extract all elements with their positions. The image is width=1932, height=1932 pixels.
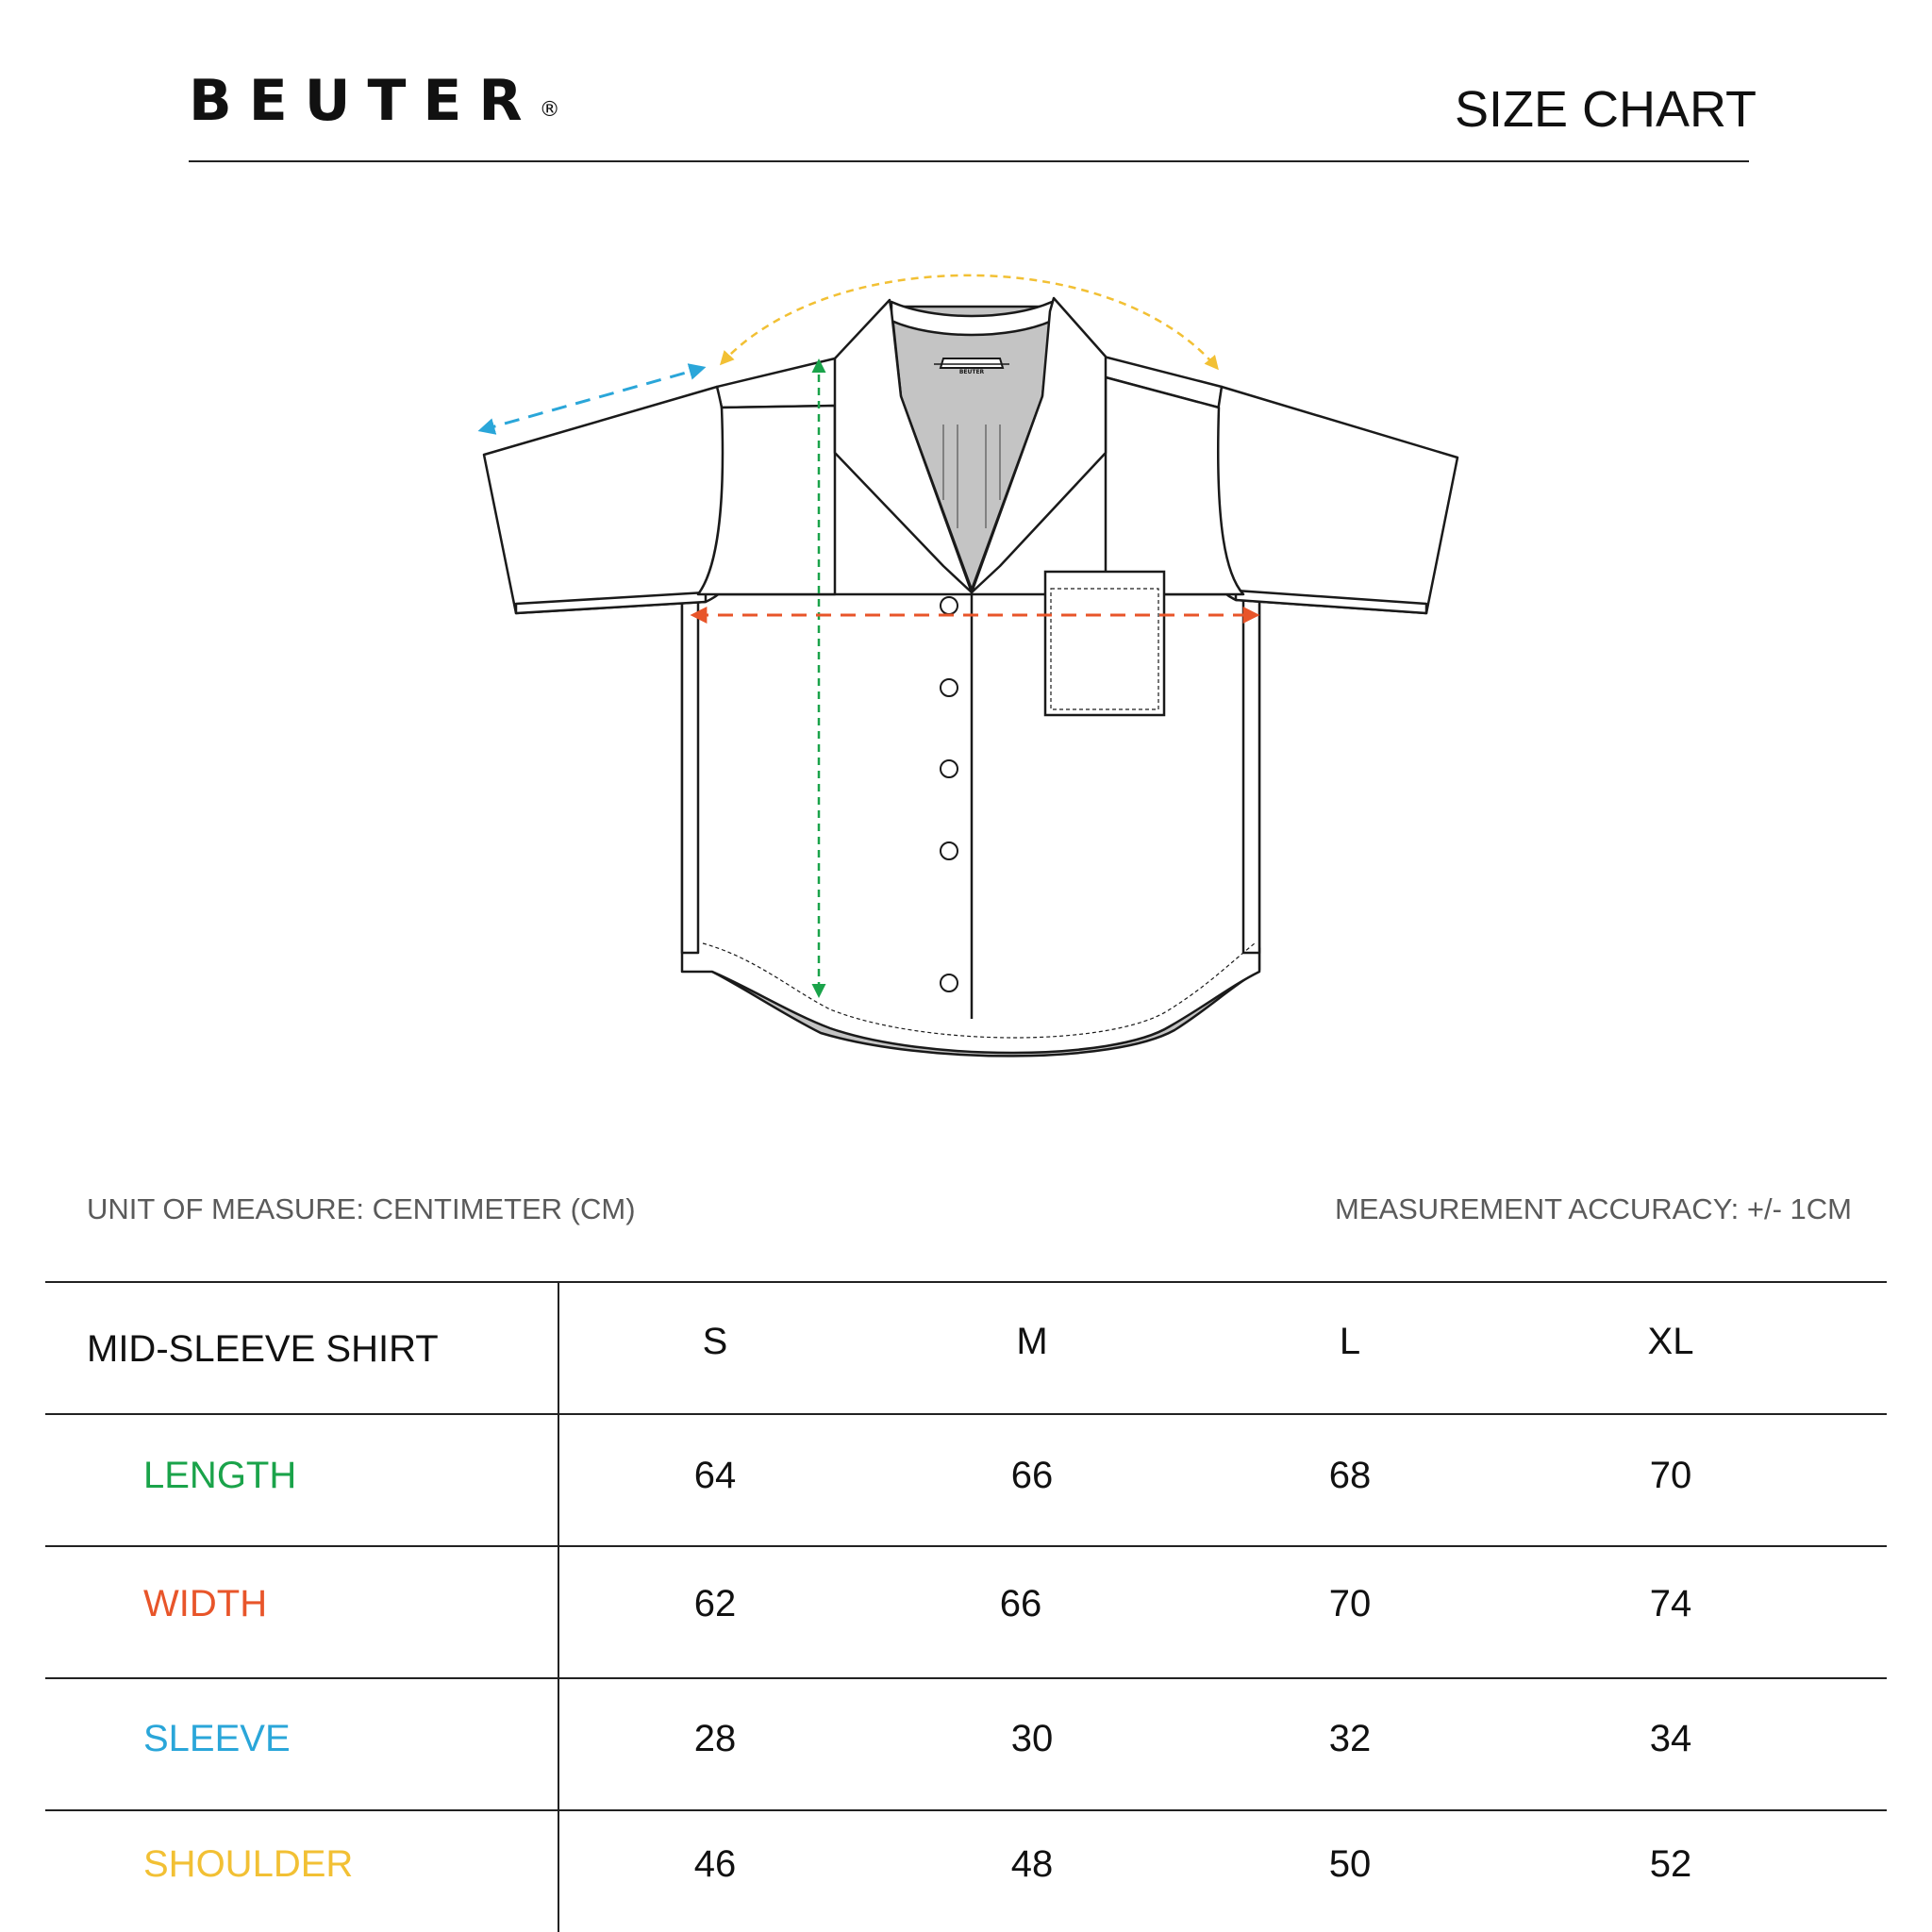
- side-panel-left: [680, 592, 700, 955]
- lapel-right: [970, 296, 1108, 594]
- cell-shoulder-s: 46: [693, 1843, 737, 1885]
- row-label-length: LENGTH: [143, 1455, 297, 1496]
- table-rule: [45, 1413, 1887, 1415]
- sleeve-right: [1208, 385, 1459, 615]
- size-table: MID-SLEEVE SHIRT S M L XL LENGTH 64 66 6…: [45, 1281, 1887, 1932]
- unit-note: UNIT OF MEASURE: CENTIMETER (CM): [87, 1192, 636, 1225]
- button-2: [940, 678, 958, 697]
- cell-width-l: 70: [1328, 1583, 1372, 1624]
- brand-name: BEUTER: [189, 68, 540, 134]
- button-3: [940, 759, 958, 778]
- size-header-m: M: [1016, 1321, 1048, 1362]
- cell-width-xl: 74: [1649, 1583, 1692, 1624]
- cell-length-m: 66: [1010, 1455, 1054, 1496]
- shoulder-right: [1104, 375, 1245, 596]
- cell-width-s: 62: [693, 1583, 737, 1624]
- cell-sleeve-s: 28: [693, 1718, 737, 1759]
- button-4: [940, 841, 958, 860]
- side-panel-right: [1241, 592, 1261, 955]
- size-header-xl: XL: [1647, 1321, 1694, 1362]
- sleeve-measure-arrow: [477, 363, 707, 435]
- row-label-width: WIDTH: [143, 1583, 268, 1624]
- shoulder-yoke-left: [715, 357, 841, 409]
- table-rule: [45, 1809, 1887, 1811]
- size-header-l: L: [1339, 1321, 1361, 1362]
- brand-logo: BEUTER®: [189, 68, 560, 134]
- cell-length-xl: 70: [1649, 1455, 1692, 1496]
- hem-stitching: [702, 942, 1256, 1039]
- accuracy-note: MEASUREMENT ACCURACY: +/- 1CM: [1334, 1192, 1852, 1225]
- cell-sleeve-l: 32: [1328, 1718, 1372, 1759]
- sleeve-left: [482, 385, 736, 615]
- sleeve-cuff-right: [1234, 589, 1428, 615]
- shirt-outline: [482, 296, 1459, 1058]
- cell-length-l: 68: [1328, 1455, 1372, 1496]
- cell-sleeve-xl: 34: [1649, 1718, 1692, 1759]
- shoulder-measure-arrow: [719, 274, 1219, 371]
- sleeve-cuff-left: [514, 591, 708, 615]
- size-header-s: S: [702, 1321, 728, 1362]
- button-1: [940, 596, 958, 615]
- cell-shoulder-l: 50: [1328, 1843, 1372, 1885]
- cell-shoulder-m: 48: [1010, 1843, 1054, 1885]
- pocket-stitching: [1050, 588, 1159, 710]
- table-rule: [45, 1677, 1887, 1679]
- registered-mark: ®: [539, 98, 560, 122]
- collar-tag-label: BEUTER: [959, 369, 985, 375]
- chest-pocket: [1043, 570, 1166, 717]
- row-label-shoulder: SHOULDER: [143, 1843, 354, 1885]
- row-label-sleeve: SLEEVE: [143, 1718, 291, 1759]
- shirt-diagram: BEUTER: [477, 274, 1459, 1058]
- header-divider: [189, 160, 1749, 162]
- table-rule: [45, 1545, 1887, 1547]
- page-title: SIZE CHART: [1454, 81, 1757, 138]
- table-rule: [45, 1281, 1887, 1283]
- table-column-divider: [558, 1281, 559, 1932]
- product-name: MID-SLEEVE SHIRT: [87, 1328, 439, 1370]
- cell-sleeve-m: 30: [1010, 1718, 1054, 1759]
- shoulder-left: [696, 404, 837, 596]
- cell-width-m: 66: [999, 1583, 1042, 1624]
- cell-shoulder-xl: 52: [1649, 1843, 1692, 1885]
- back-pleats: [942, 425, 1001, 528]
- button-5: [940, 974, 958, 992]
- lapel-left: [833, 298, 974, 594]
- cell-length-s: 64: [693, 1455, 737, 1496]
